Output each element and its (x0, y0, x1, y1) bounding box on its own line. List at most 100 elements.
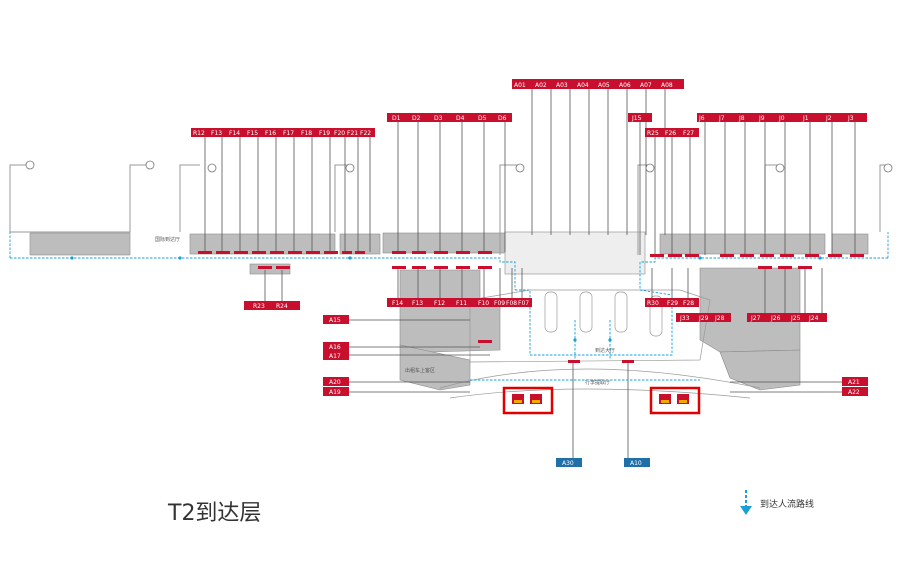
svg-text:F28: F28 (683, 300, 694, 307)
pier-end-icons (25, 160, 893, 173)
exit-a19 (323, 387, 349, 396)
jet-bridge-lines (204, 85, 856, 460)
svg-text:F13: F13 (211, 130, 222, 137)
svg-text:F11: F11 (456, 300, 467, 307)
gate-group-left-lower: R23 R24 (244, 301, 300, 310)
central-concourse (439, 231, 761, 399)
legend: 到达人流路线 (736, 488, 856, 518)
exit-a30 (556, 458, 582, 467)
svg-text:F14: F14 (392, 300, 403, 307)
svg-text:F16: F16 (265, 130, 276, 137)
svg-text:F14: F14 (229, 130, 240, 137)
exit-a22 (842, 387, 868, 396)
gate-group-right-upper: J6 J7 J8 J9 J0 J1 J2 J3 (697, 113, 867, 122)
svg-text:J2: J2 (825, 115, 832, 122)
exit-a30-label: A30 (562, 460, 574, 467)
area-label-international: 国际到达厅 (155, 236, 180, 243)
gate-group-center-left: D1 D2 D3 D4 D5 D6 (387, 113, 512, 122)
svg-text:R24: R24 (276, 303, 288, 310)
svg-text:J15: J15 (631, 115, 642, 122)
svg-text:J28: J28 (714, 315, 725, 322)
gate-position-markers (198, 251, 864, 363)
area-label-baggage: 行李提取厅 (585, 379, 610, 386)
svg-text:A04: A04 (577, 82, 589, 89)
svg-text:F29: F29 (667, 300, 678, 307)
exit-a21-label: A21 (848, 379, 860, 386)
highlight-box-right (649, 386, 701, 415)
exit-a16-label: A16 (329, 344, 341, 351)
svg-text:F21: F21 (347, 130, 358, 137)
exit-a22-label: A22 (848, 389, 860, 396)
svg-text:D3: D3 (434, 115, 443, 122)
svg-text:J25: J25 (790, 315, 801, 322)
gate-group-center-lower-left: F14 F13 F12 F11 F10 F09 F08 F07 (387, 298, 532, 307)
svg-text:J0: J0 (778, 115, 785, 122)
svg-text:J6: J6 (698, 115, 705, 122)
svg-text:F08: F08 (506, 300, 517, 307)
svg-text:F19: F19 (319, 130, 330, 137)
arrival-exits: A15 A16 A17 A20 A19 A21 A22 A30 A10 (323, 315, 868, 467)
exit-a15 (323, 315, 349, 324)
area-label-taxi: 出租车上客区 (405, 367, 435, 374)
gate-group-center-lower-right-a: R30 F29 F28 (645, 298, 699, 307)
svg-text:R23: R23 (253, 303, 265, 310)
svg-text:F27: F27 (683, 130, 694, 137)
svg-text:R30: R30 (647, 300, 659, 307)
svg-text:F20: F20 (334, 130, 345, 137)
exit-a16 (323, 342, 349, 351)
svg-text:A07: A07 (640, 82, 652, 89)
svg-text:D5: D5 (478, 115, 487, 122)
svg-text:J33: J33 (679, 315, 690, 322)
svg-text:J7: J7 (718, 115, 725, 122)
floor-title: T2到达层 (168, 501, 262, 526)
svg-text:A05: A05 (598, 82, 610, 89)
svg-text:F07: F07 (518, 300, 529, 307)
svg-text:J24: J24 (808, 315, 819, 322)
svg-text:D4: D4 (456, 115, 465, 122)
exit-a21 (842, 377, 868, 386)
svg-text:D6: D6 (498, 115, 507, 122)
exit-a17 (323, 351, 349, 360)
legend-label: 到达人流路线 (760, 500, 815, 510)
svg-text:R25: R25 (647, 130, 659, 137)
svg-text:A02: A02 (535, 82, 547, 89)
gate-group-center-lower-right-b: J33 J29 J28 (676, 313, 731, 322)
svg-text:J29: J29 (698, 315, 709, 322)
highlight-box-left (502, 386, 554, 415)
svg-text:F15: F15 (247, 130, 258, 137)
svg-text:D1: D1 (392, 115, 401, 122)
svg-text:A06: A06 (619, 82, 631, 89)
svg-text:J1: J1 (802, 115, 809, 122)
svg-text:F18: F18 (301, 130, 312, 137)
svg-text:F13: F13 (412, 300, 423, 307)
building-footprint (29, 232, 869, 391)
exit-a17-label: A17 (329, 353, 341, 360)
exit-a15-label: A15 (329, 317, 341, 324)
svg-text:F12: F12 (434, 300, 445, 307)
svg-text:R12: R12 (193, 130, 205, 137)
area-label-arrival-hall: 到达大厅 (595, 347, 615, 354)
gate-group-right-lower: J27 J26 J25 J24 (747, 313, 827, 322)
svg-text:F17: F17 (283, 130, 294, 137)
exit-a19-label: A19 (329, 389, 341, 396)
svg-text:F09: F09 (494, 300, 505, 307)
gate-labels: A01 A02 A03 A04 A05 A06 A07 A08 R12 F13 … (191, 79, 867, 322)
exit-a10-label: A10 (630, 460, 642, 467)
svg-text:J3: J3 (847, 115, 854, 122)
svg-text:J27: J27 (750, 315, 761, 322)
svg-text:A08: A08 (661, 82, 673, 89)
gate-group-center-right-b: R25 F26 F27 (645, 128, 699, 137)
gate-group-center-right-a: J15 (628, 113, 652, 122)
baggage-cart-icon (512, 394, 542, 404)
exit-a10 (624, 458, 650, 467)
gate-group-top-center: A01 A02 A03 A04 A05 A06 A07 A08 (512, 79, 684, 89)
exit-a20 (323, 377, 349, 386)
exit-a20-label: A20 (329, 379, 341, 386)
svg-text:J9: J9 (758, 115, 765, 122)
svg-text:F10: F10 (478, 300, 489, 307)
svg-text:F26: F26 (665, 130, 676, 137)
svg-text:J26: J26 (770, 315, 781, 322)
svg-text:J8: J8 (738, 115, 745, 122)
svg-text:A01: A01 (514, 82, 526, 89)
